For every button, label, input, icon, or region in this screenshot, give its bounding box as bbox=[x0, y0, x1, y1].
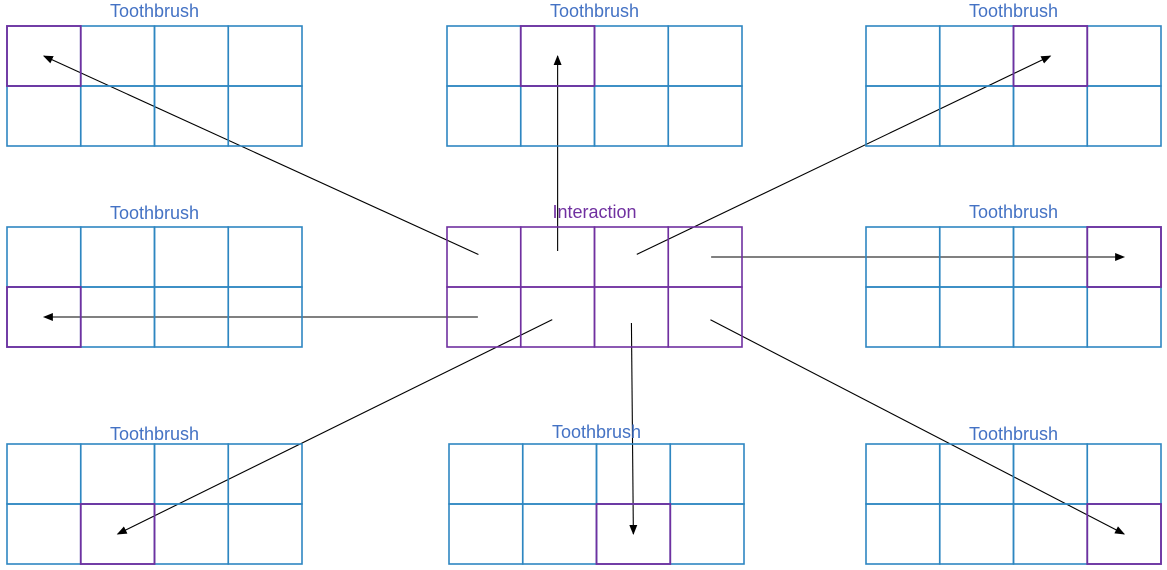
panel-bottom-right-grid bbox=[865, 443, 1162, 565]
panel-middle-right-label: Toothbrush bbox=[968, 202, 1059, 222]
panel-bottom-right-cell-r0-c0 bbox=[865, 443, 941, 505]
panel-top-right-cell-r0-c0 bbox=[865, 25, 941, 87]
panel-top-right-grid bbox=[865, 25, 1162, 147]
panel-middle-left-label: Toothbrush bbox=[109, 203, 200, 223]
panel-middle-left-cell-r0-c0 bbox=[6, 226, 82, 288]
panel-top-center-cell-r1-c0 bbox=[446, 85, 522, 147]
panel-top-left-grid bbox=[6, 25, 303, 147]
panel-top-left-cell-r1-c3 bbox=[227, 85, 303, 147]
panel-bottom-left-cell-r0-c0 bbox=[6, 443, 82, 505]
panel-bottom-center-cell-r1-c3 bbox=[669, 503, 745, 565]
center-cell-r1-c1 bbox=[519, 286, 596, 348]
panel-top-center-cell-r1-c2 bbox=[593, 85, 670, 147]
panel-top-right-cell-r1-c2 bbox=[1012, 85, 1089, 147]
panel-bottom-left-label: Toothbrush bbox=[109, 424, 200, 444]
panel-bottom-left-cell-r0-c1 bbox=[79, 443, 156, 505]
center-cell-r1-c3 bbox=[667, 286, 743, 348]
panel-middle-right-highlight-cell bbox=[1086, 226, 1162, 288]
panel-top-center-highlight-cell bbox=[519, 25, 596, 87]
panel-middle-left-cell-r0-c1 bbox=[79, 226, 156, 288]
panel-bottom-left-cell-r0-c2 bbox=[153, 443, 230, 505]
panel-top-left-label: Toothbrush bbox=[109, 1, 200, 21]
panel-bottom-center-cell-r1-c1 bbox=[521, 503, 598, 565]
panel-bottom-center-cell-r0-c3 bbox=[669, 443, 745, 505]
center-cell-r0-c2 bbox=[593, 226, 670, 288]
panel-top-left-cell-r1-c1 bbox=[79, 85, 156, 147]
panel-top-center-grid bbox=[446, 25, 743, 147]
panel-bottom-right-cell-r1-c0 bbox=[865, 503, 941, 565]
panel-bottom-left-highlight-cell bbox=[79, 503, 156, 565]
panel-bottom-right-label: Toothbrush bbox=[968, 424, 1059, 444]
panel-bottom-center-grid bbox=[448, 443, 745, 565]
arrow-to-bottom-left bbox=[116, 319, 553, 535]
panel-middle-left-cell-r0-c3 bbox=[227, 226, 303, 288]
center-cell-r0-c0 bbox=[446, 226, 522, 288]
panel-bottom-right-cell-r1-c2 bbox=[1012, 503, 1089, 565]
panel-top-right-cell-r1-c1 bbox=[938, 85, 1015, 147]
panel-top-left-cell-r1-c0 bbox=[6, 85, 82, 147]
panel-bottom-right-cell-r0-c2 bbox=[1012, 443, 1089, 505]
panel-middle-left-cell-r0-c2 bbox=[153, 226, 230, 288]
panel-middle-left-cell-r1-c3 bbox=[227, 286, 303, 348]
panel-bottom-center-label: Toothbrush bbox=[551, 422, 642, 442]
panel-bottom-center-highlight-cell bbox=[595, 503, 672, 565]
panel-middle-left-grid bbox=[6, 226, 303, 348]
panel-top-right-cell-r0-c3 bbox=[1086, 25, 1162, 87]
panel-bottom-left-cell-r1-c0 bbox=[6, 503, 82, 565]
panel-bottom-right-cell-r1-c1 bbox=[938, 503, 1015, 565]
panel-middle-right-cell-r1-c0 bbox=[865, 286, 941, 348]
panel-top-right-cell-r1-c3 bbox=[1086, 85, 1162, 147]
arrow-to-top-left bbox=[42, 55, 479, 256]
panel-top-left-cell-r0-c2 bbox=[153, 25, 230, 87]
panel-top-left-cell-r0-c3 bbox=[227, 25, 303, 87]
panel-bottom-center-cell-r1-c0 bbox=[448, 503, 524, 565]
panel-top-center-cell-r0-c0 bbox=[446, 25, 522, 87]
panel-middle-left-highlight-cell bbox=[6, 286, 82, 348]
grids-layer bbox=[6, 25, 1162, 565]
panel-bottom-left-cell-r1-c2 bbox=[153, 503, 230, 565]
panel-top-center-cell-r0-c2 bbox=[593, 25, 670, 87]
panel-bottom-left-cell-r1-c3 bbox=[227, 503, 303, 565]
panel-top-right-cell-r1-c0 bbox=[865, 85, 941, 147]
panel-top-center-cell-r0-c3 bbox=[667, 25, 743, 87]
panel-middle-right-cell-r1-c3 bbox=[1086, 286, 1162, 348]
panel-bottom-left-grid bbox=[6, 443, 303, 565]
panel-bottom-right-cell-r0-c1 bbox=[938, 443, 1015, 505]
panel-top-center-cell-r1-c3 bbox=[667, 85, 743, 147]
panel-bottom-right-highlight-cell bbox=[1086, 503, 1162, 565]
panel-top-left-cell-r1-c2 bbox=[153, 85, 230, 147]
panel-top-left-cell-r0-c1 bbox=[79, 25, 156, 87]
arrows-layer bbox=[42, 55, 1126, 535]
panel-bottom-center-cell-r0-c0 bbox=[448, 443, 524, 505]
panel-middle-right-cell-r1-c1 bbox=[938, 286, 1015, 348]
panel-top-center-label: Toothbrush bbox=[549, 1, 640, 21]
panel-middle-right-cell-r1-c2 bbox=[1012, 286, 1089, 348]
panel-top-right-highlight-cell bbox=[1012, 25, 1089, 87]
arrow-to-bottom-right bbox=[710, 319, 1126, 535]
arrow-to-bottom-center bbox=[629, 322, 638, 535]
center-grid bbox=[446, 226, 743, 348]
panel-middle-right-grid bbox=[865, 226, 1162, 348]
panel-bottom-right-cell-r0-c3 bbox=[1086, 443, 1162, 505]
panel-bottom-center-cell-r0-c1 bbox=[521, 443, 598, 505]
panel-top-right-label: Toothbrush bbox=[968, 1, 1059, 21]
center-label: Interaction bbox=[552, 202, 637, 222]
panel-top-left-highlight-cell bbox=[6, 25, 82, 87]
arrow-to-top-right bbox=[636, 55, 1052, 255]
panel-top-right-cell-r0-c1 bbox=[938, 25, 1015, 87]
